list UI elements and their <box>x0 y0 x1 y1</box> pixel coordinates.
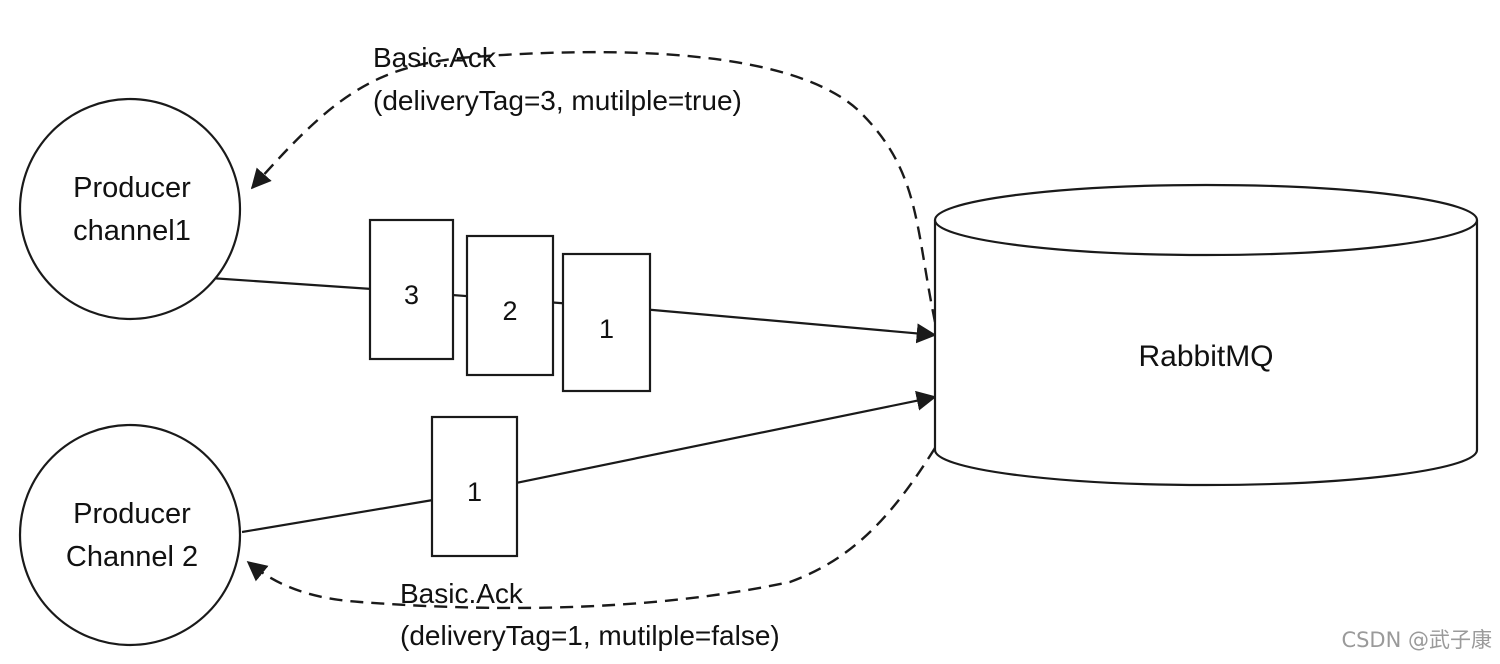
producer-channel1-node: Producer channel1 <box>18 97 242 321</box>
channel2-message-box: 1 <box>430 415 519 558</box>
ack-label-channel1-title: Basic.Ack <box>373 42 497 73</box>
producer-channel1-label-line1: Producer <box>73 172 191 204</box>
channel2-ack-arrow <box>246 447 937 610</box>
message-number: 3 <box>404 280 419 310</box>
channel2-publish-line <box>241 390 937 534</box>
ack-label-channel1-detail: (deliveryTag=3, mutilple=true) <box>373 85 742 116</box>
channel1-ack-arrow <box>250 50 937 323</box>
ack-label-channel2-title: Basic.Ack <box>400 578 524 609</box>
channel1-message-box: 1 <box>561 252 652 393</box>
channel1-message-box: 2 <box>465 234 555 377</box>
csdn-watermark: CSDN @武子康 <box>1341 628 1492 652</box>
producer-channel2-label-line2: Channel 2 <box>66 541 198 573</box>
producer-channel2-node: Producer Channel 2 <box>18 423 242 647</box>
channel1-message-box: 3 <box>368 218 455 361</box>
rabbitmq-cylinder: RabbitMQ <box>933 183 1479 487</box>
ack-label-channel2-detail: (deliveryTag=1, mutilple=false) <box>400 620 780 651</box>
rabbitmq-label: RabbitMQ <box>1138 340 1273 373</box>
message-number: 2 <box>502 296 517 326</box>
message-number: 1 <box>467 477 482 507</box>
producer-channel2-label-line1: Producer <box>73 498 191 530</box>
message-number: 1 <box>599 314 614 344</box>
producer-channel1-label-line2: channel1 <box>73 215 191 247</box>
